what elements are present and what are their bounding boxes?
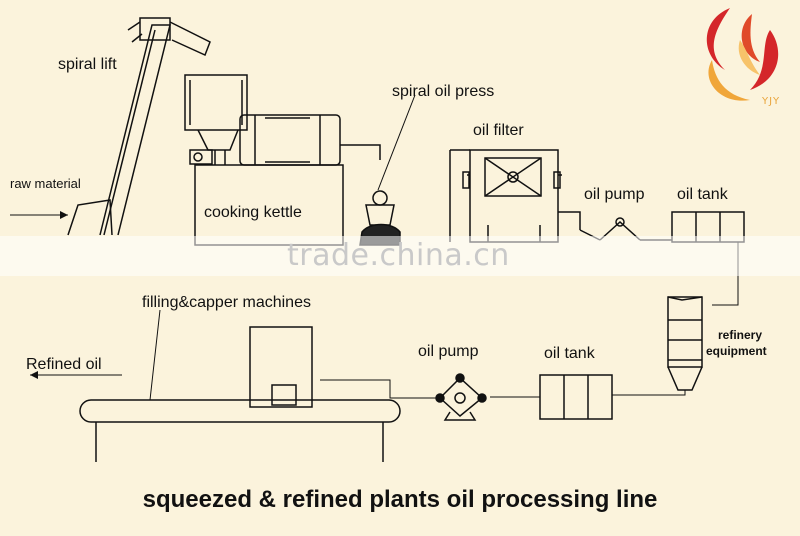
label-spiral-lift: spiral lift bbox=[58, 56, 117, 73]
oil-tank-bottom bbox=[490, 374, 613, 420]
spiral-oil-press bbox=[340, 94, 416, 246]
refinery-equipment bbox=[612, 296, 703, 396]
watermark-band bbox=[0, 236, 800, 276]
oil-filter bbox=[449, 149, 581, 243]
label-refinery: refinery bbox=[718, 328, 763, 342]
diagram-title: squeezed & refined plants oil processing… bbox=[142, 486, 658, 513]
logo-text: YJY bbox=[762, 96, 781, 107]
label-oil-tank-top: oil tank bbox=[677, 186, 728, 203]
label-oil-pump-top: oil pump bbox=[584, 186, 645, 203]
label-equipment: equipment bbox=[706, 344, 767, 358]
spiral-lift bbox=[67, 17, 211, 236]
oil-pump-bottom bbox=[320, 373, 487, 421]
label-refined-oil: Refined oil bbox=[26, 356, 102, 373]
label-oil-filter: oil filter bbox=[473, 122, 524, 139]
label-oil-pump-bottom: oil pump bbox=[418, 343, 479, 360]
filling-capper-machine bbox=[79, 309, 401, 462]
label-oil-tank-bottom: oil tank bbox=[544, 345, 595, 362]
logo-flame-icon bbox=[706, 8, 779, 101]
label-filling-capper: filling&capper machines bbox=[142, 294, 311, 311]
watermark: trade.china.cn bbox=[287, 238, 510, 273]
label-cooking-kettle: cooking kettle bbox=[204, 204, 302, 221]
label-raw-material: raw material bbox=[10, 176, 81, 191]
label-spiral-oil-press: spiral oil press bbox=[392, 83, 495, 100]
